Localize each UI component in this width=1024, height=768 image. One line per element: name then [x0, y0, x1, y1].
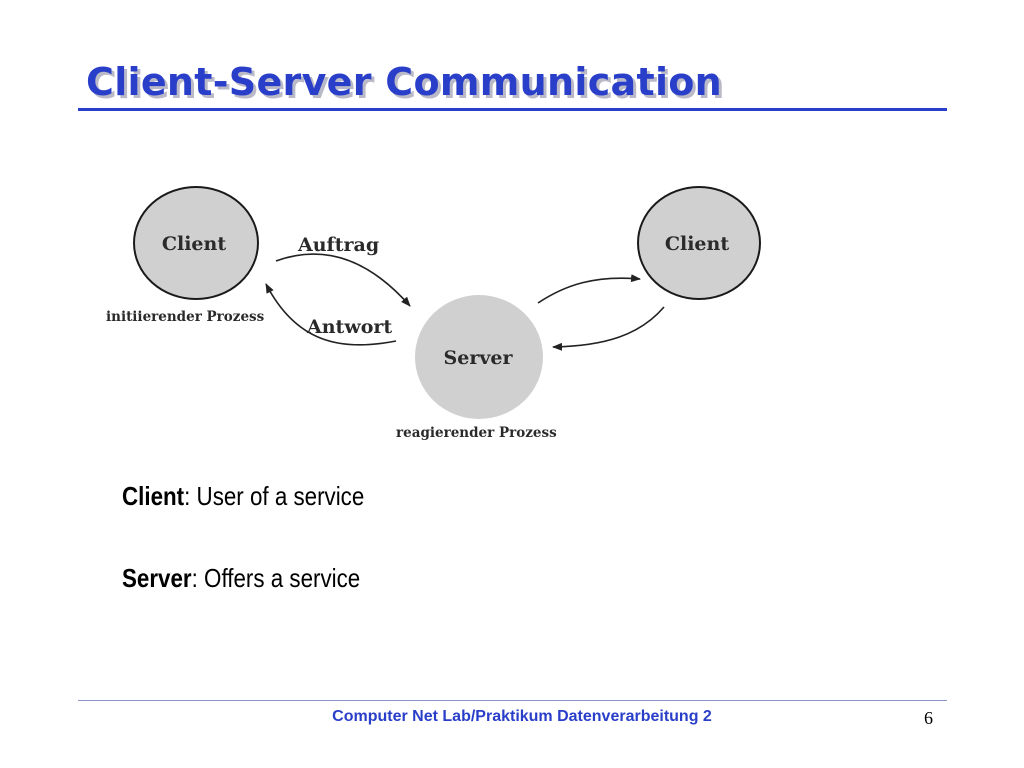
page-number: 6	[924, 708, 933, 728]
response-arrow	[265, 283, 397, 346]
server-caption: reagierender Prozess	[396, 425, 557, 441]
client-node-right: Client	[637, 186, 761, 300]
client-server-diagram: Client initiierender Prozess Server reag…	[106, 186, 761, 441]
client-right-circle	[637, 186, 761, 300]
footer-course-title: Computer Net Lab/Praktikum Datenverarbei…	[332, 708, 712, 725]
request-arrow	[275, 253, 411, 307]
server-label: Server	[444, 347, 514, 369]
client-left-circle	[133, 186, 259, 300]
definition-term-server: Server	[122, 563, 192, 593]
server-node: Server	[415, 295, 543, 419]
response-label: Antwort	[306, 316, 392, 338]
request-label: Auftrag	[297, 234, 379, 256]
client-right-to-server-arrow	[552, 306, 665, 351]
client-node-left: Client	[133, 186, 259, 300]
slide-title: Client-Server Communication	[86, 60, 723, 104]
definition-text-server: : Offers a service	[191, 563, 361, 593]
client-left-label: Client	[162, 233, 226, 255]
definitions-list: Client: User of a service Server: Offers…	[122, 478, 364, 596]
definition-term-client: Client	[122, 481, 185, 511]
definition-text-client: : User of a service	[184, 481, 365, 511]
client-right-label: Client	[665, 233, 729, 255]
client-left-caption: initiierender Prozess	[106, 309, 265, 325]
definition-client: Client: User of a service	[122, 478, 364, 514]
server-circle	[415, 295, 543, 419]
footer-divider	[78, 700, 947, 701]
server-to-client-right-arrow	[537, 274, 641, 304]
definition-server: Server: Offers a service	[122, 560, 364, 596]
title-underline	[78, 108, 947, 111]
